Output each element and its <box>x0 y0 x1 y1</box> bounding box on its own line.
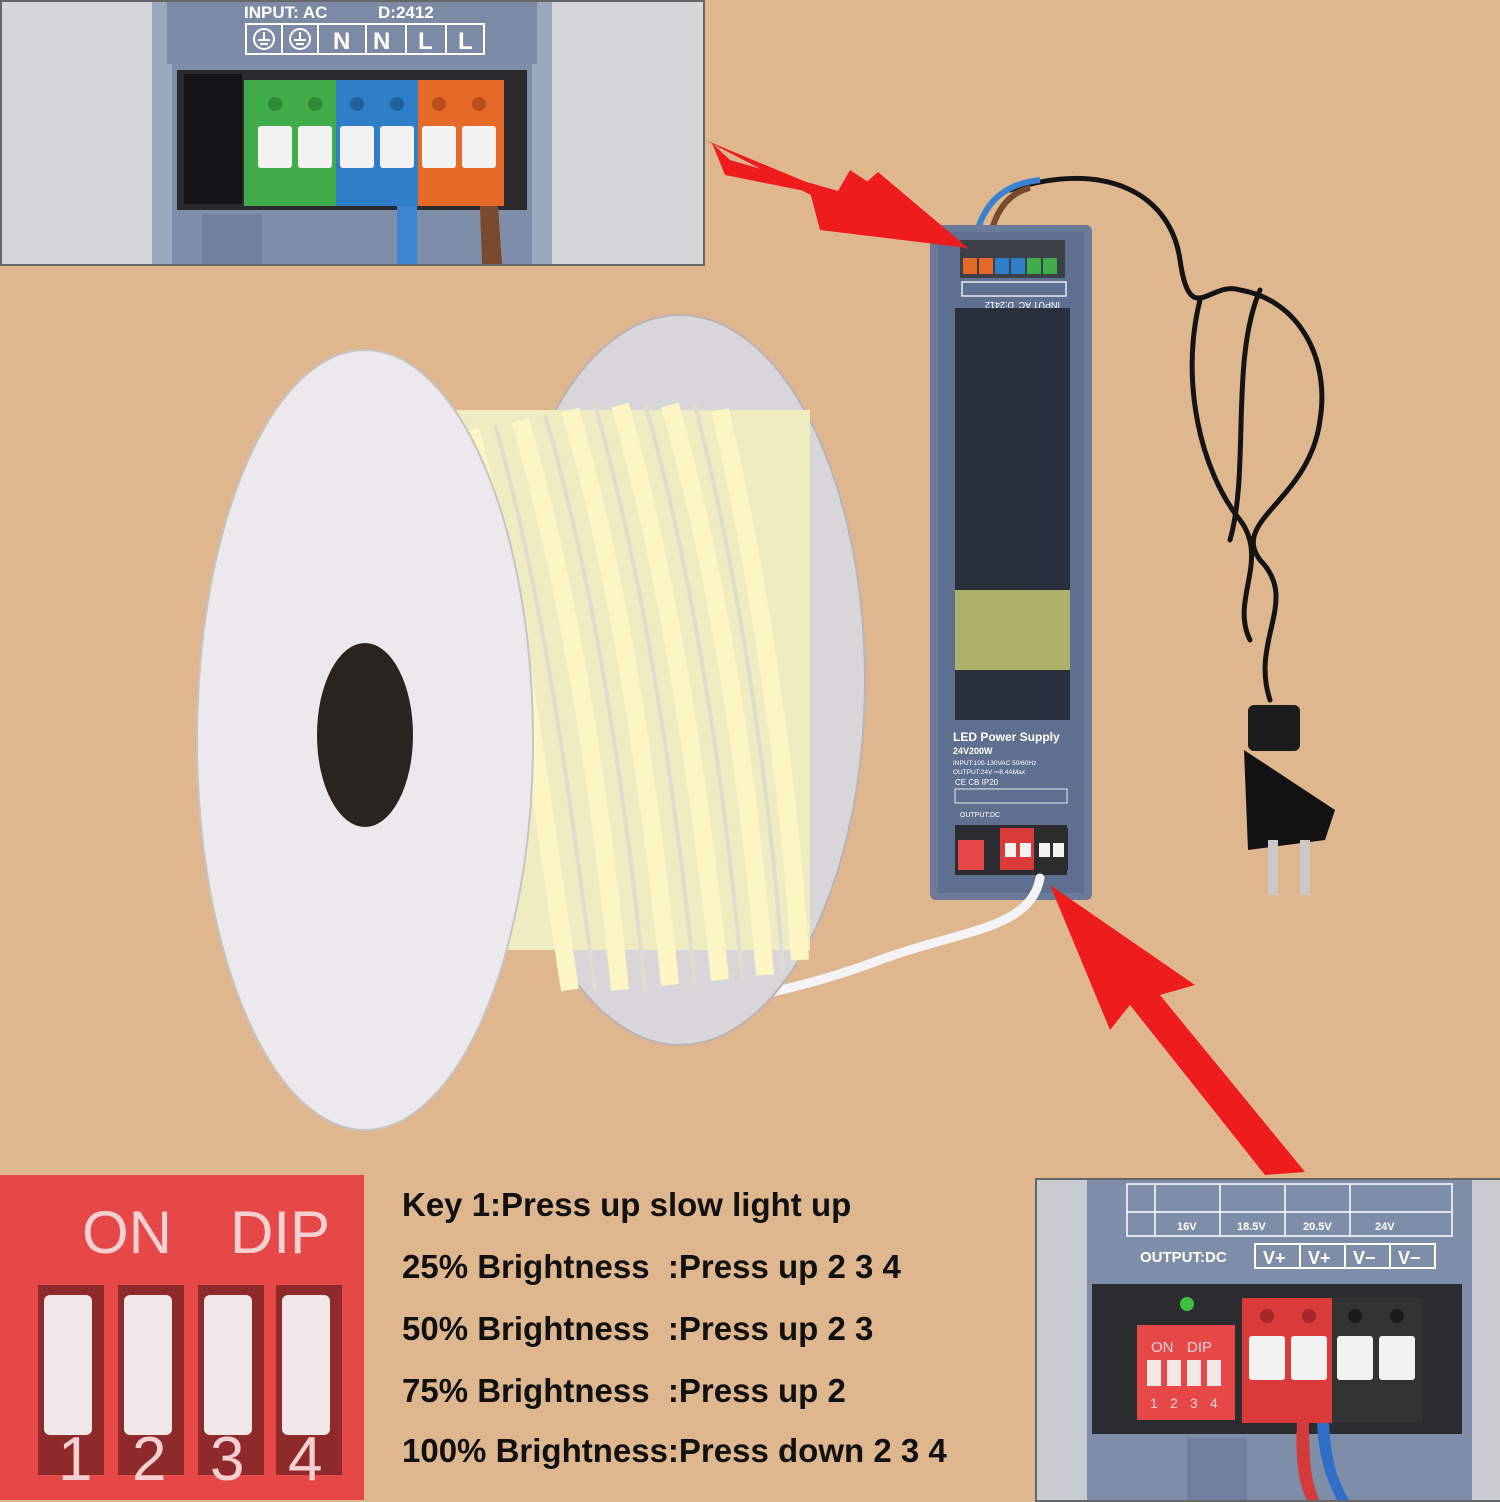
terminal-block-neutral <box>336 80 418 206</box>
terminal-label-vminus: V− <box>1398 1248 1421 1268</box>
voltage-16v: 16V <box>1177 1221 1197 1233</box>
terminal-label-vplus: V+ <box>1308 1248 1331 1268</box>
terminal-label-vplus: V+ <box>1263 1248 1286 1268</box>
small-dip-label: DIP <box>1187 1339 1212 1356</box>
dip-toggle-3 <box>198 1285 264 1475</box>
small-dip-number-3: 3 <box>1190 1395 1198 1411</box>
voltage-24v: 24V <box>1375 1221 1395 1233</box>
psu-input-spec: INPUT:100-130VAC 50/60Hz <box>953 760 1036 767</box>
spool-center-hole <box>317 643 413 827</box>
psu-side-model-label: D:2412 <box>985 300 1014 310</box>
small-dip-number-4: 4 <box>1210 1395 1218 1411</box>
terminal-block-live <box>418 80 504 206</box>
input-terminal-illustration: INPUT: AC D:2412 N N L L <box>2 2 703 264</box>
voltage-20-5v: 20.5V <box>1303 1221 1332 1233</box>
psu-output-spec: OUTPUT:24V ⎓8.4AMax <box>953 769 1026 776</box>
brown-wire <box>480 206 502 264</box>
power-cord <box>1007 175 1325 703</box>
terminal-label-l: L <box>418 28 433 55</box>
dip-switch-closeup: ON DIP 1 2 3 4 <box>0 1175 364 1500</box>
ground-symbol-icon <box>253 28 275 50</box>
instruction-75-percent: 75% Brightness :Press up 2 <box>402 1372 846 1409</box>
dip-label: DIP <box>230 1199 330 1266</box>
instruction-key-1: Key 1:Press up slow light up <box>402 1186 852 1223</box>
dip-number-2: 2 <box>132 1425 166 1494</box>
terminal-block-positive <box>1242 1298 1332 1423</box>
terminal-label-n: N <box>333 28 350 55</box>
output-terminal-illustration: 16V 18.5V 20.5V 24V OUTPUT:DC V+ V+ V− V… <box>1037 1180 1500 1500</box>
dip-toggle-2 <box>118 1285 184 1475</box>
dip-number-3: 3 <box>210 1425 244 1494</box>
blue-wire <box>1317 1423 1349 1500</box>
blue-wire <box>397 206 417 264</box>
small-dip-number-2: 2 <box>1170 1395 1178 1411</box>
terminal-label-l: L <box>458 28 473 55</box>
arrow-to-output-icon <box>1050 885 1305 1175</box>
dip-number-4: 4 <box>288 1425 322 1494</box>
terminal-block-negative <box>1332 1298 1422 1423</box>
terminal-block-ground <box>244 80 336 206</box>
red-wire <box>1296 1423 1319 1500</box>
instruction-100-percent: 100% Brightness:Press down 2 3 4 <box>402 1432 947 1469</box>
psu-rating: 24V200W <box>953 746 993 756</box>
power-indicator-led <box>1180 1297 1194 1311</box>
output-dc-label: OUTPUT:DC <box>1140 1249 1227 1266</box>
input-ac-label: INPUT: AC <box>244 3 327 22</box>
input-terminal-closeup: INPUT: AC D:2412 N N L L <box>0 0 705 266</box>
dip-switch-illustration: ON DIP 1 2 3 4 <box>0 1175 364 1500</box>
psu-certification-marks: CE CB IP20 <box>955 778 999 787</box>
dip-switch-small: ON DIP 1 2 3 4 <box>1137 1325 1235 1420</box>
output-terminal-closeup: 16V 18.5V 20.5V 24V OUTPUT:DC V+ V+ V− V… <box>1035 1178 1500 1502</box>
dip-number-1: 1 <box>58 1425 92 1494</box>
power-supply-unit: INPUT AC D:2412 LED Power Supply 24V200W… <box>930 225 1092 900</box>
dip-on-label: ON <box>82 1199 172 1266</box>
psu-side-input-label: INPUT AC <box>1018 300 1060 310</box>
dip-toggle-1 <box>38 1285 104 1475</box>
dip-toggle-4 <box>276 1285 342 1475</box>
psu-title: LED Power Supply <box>953 730 1060 744</box>
voltage-18-5v: 18.5V <box>1237 1221 1266 1233</box>
plug-icon <box>1244 705 1335 895</box>
terminal-label-n: N <box>373 28 390 55</box>
small-dip-number-1: 1 <box>1150 1395 1158 1411</box>
instruction-50-percent: 50% Brightness :Press up 2 3 <box>402 1310 874 1347</box>
psu-output-label: OUTPUT:DC <box>960 812 1000 819</box>
ground-symbol-icon <box>289 28 311 50</box>
small-dip-on-label: ON <box>1151 1339 1174 1356</box>
arrow-to-input-icon <box>705 140 970 250</box>
model-label: D:2412 <box>378 3 434 22</box>
psu-dip-switch <box>958 840 984 870</box>
led-strip-spool <box>196 314 866 1131</box>
terminal-label-vminus: V− <box>1353 1248 1376 1268</box>
instruction-25-percent: 25% Brightness :Press up 2 3 4 <box>402 1248 901 1285</box>
